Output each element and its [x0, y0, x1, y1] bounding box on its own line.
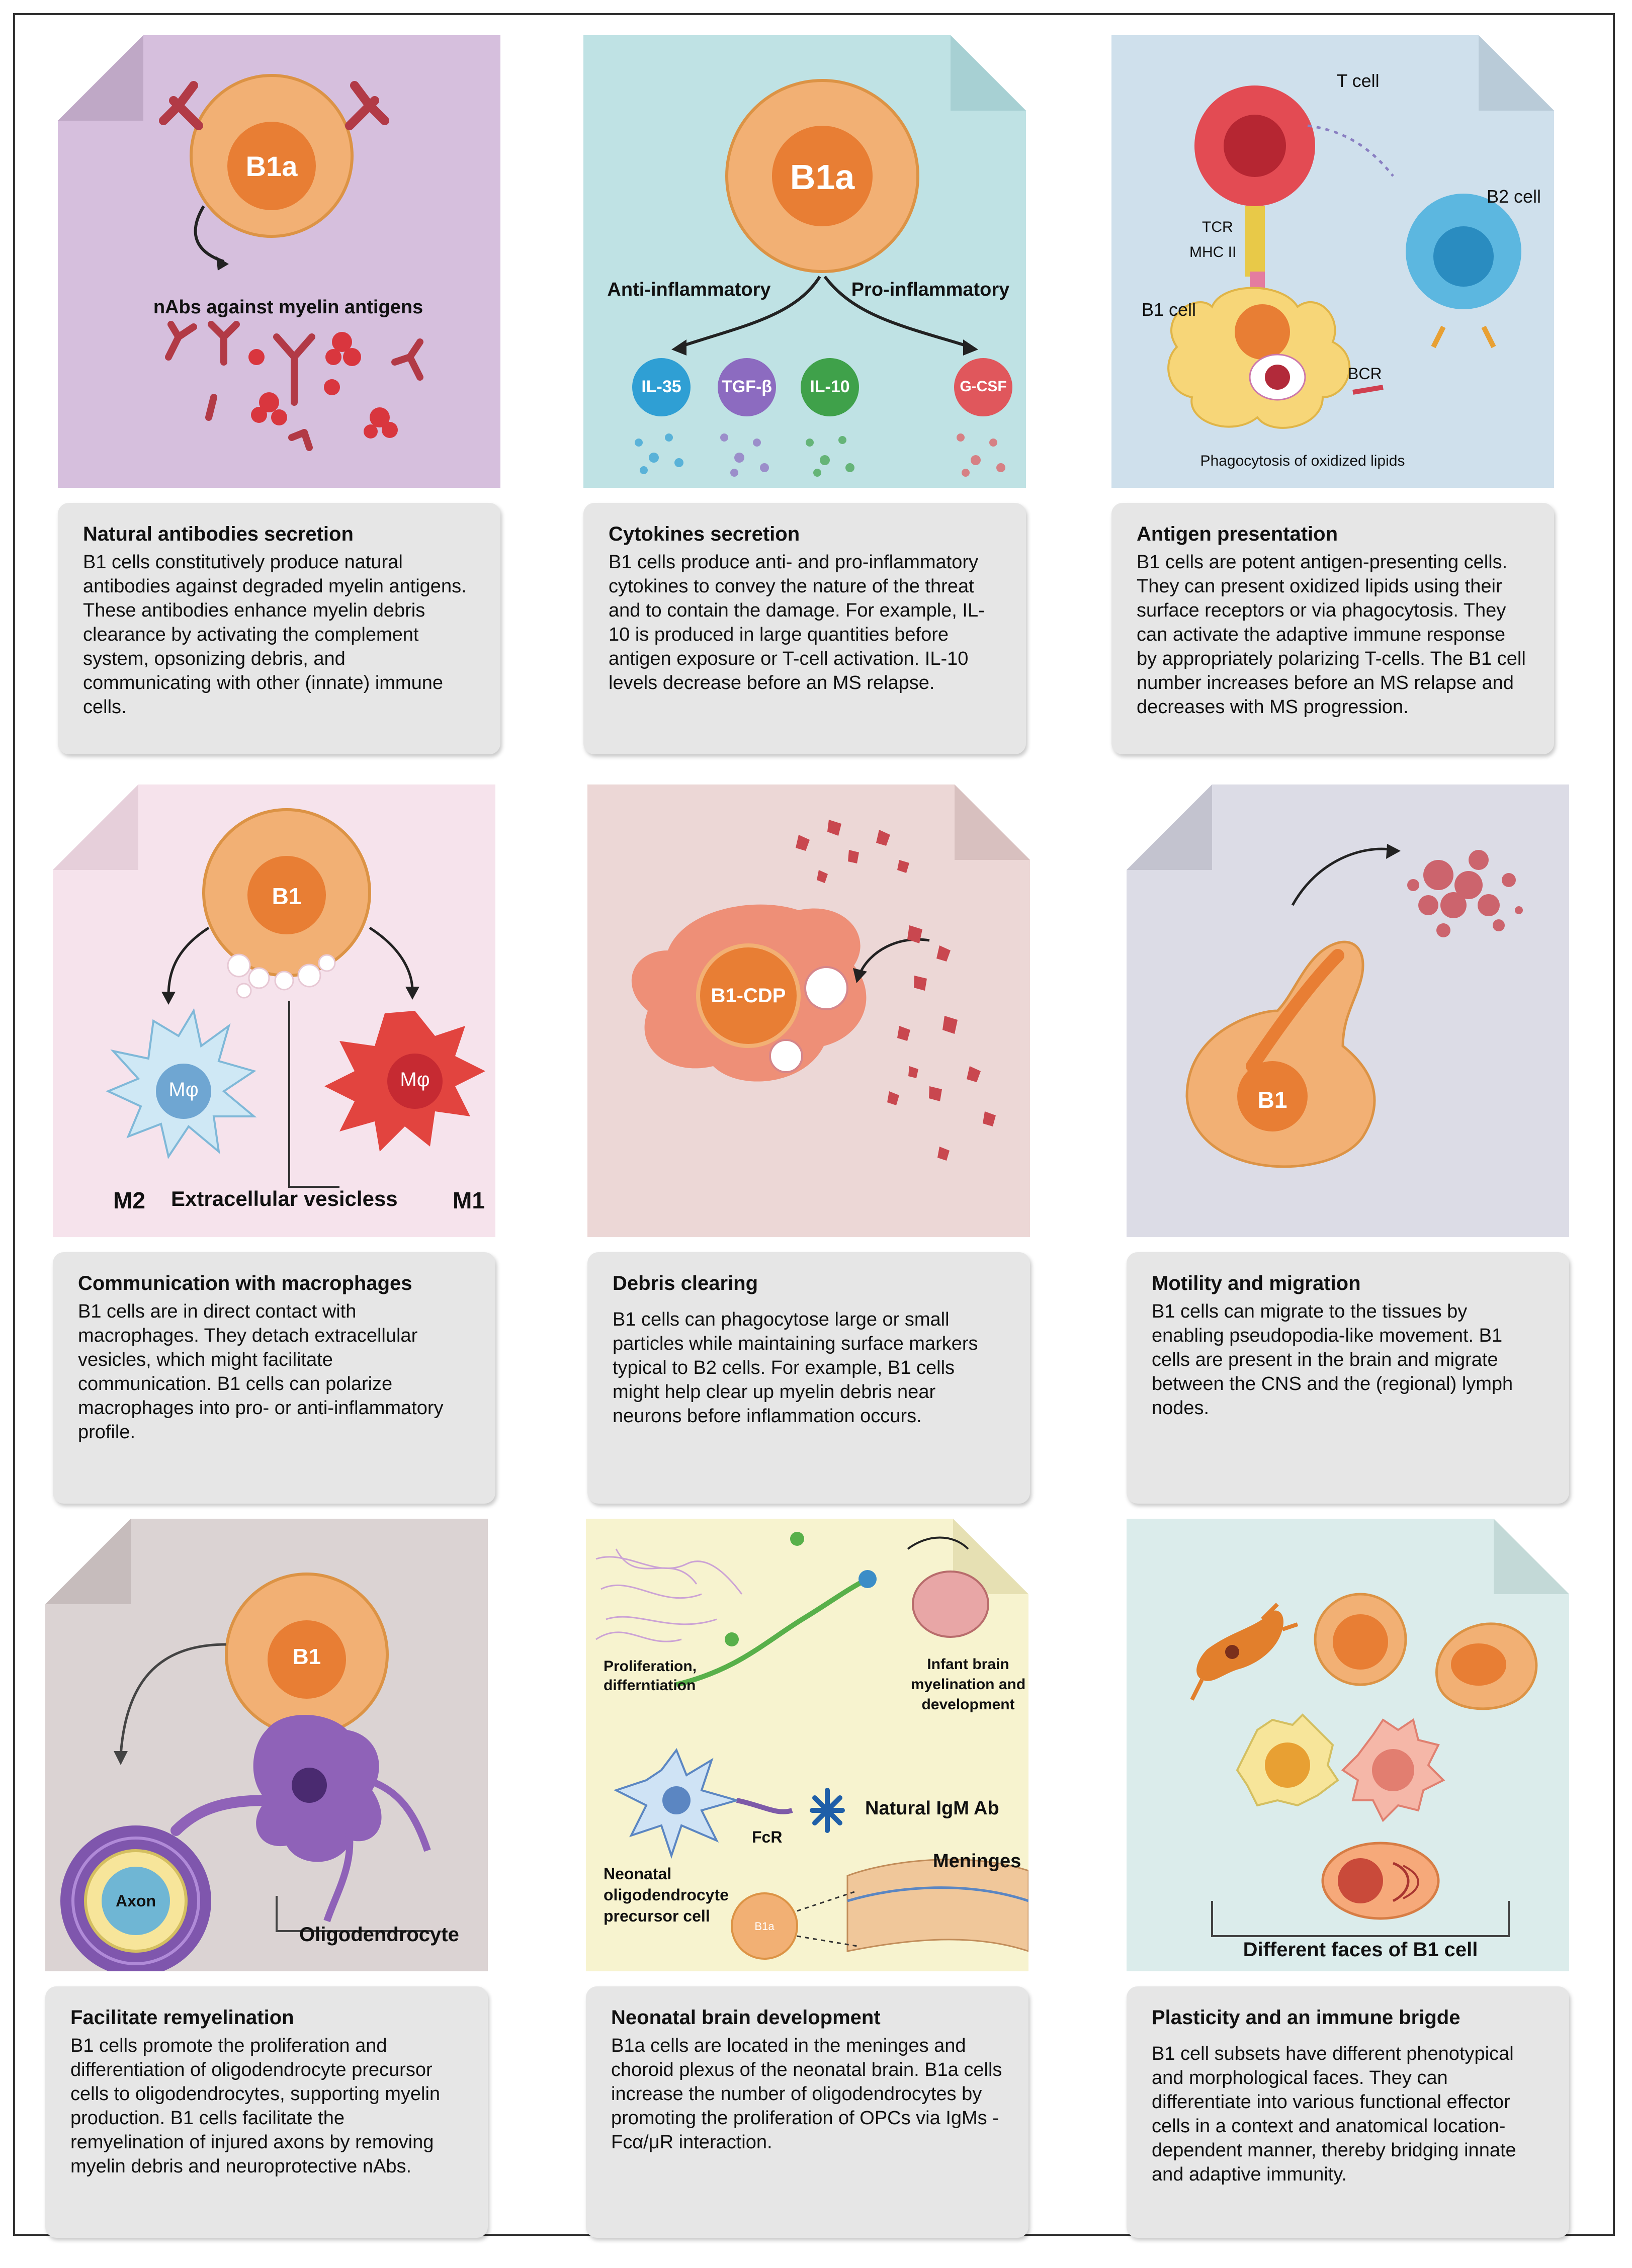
pro-inflammatory-label: Pro-inflammatory [851, 279, 1010, 300]
gcsf-label: G-CSF [960, 378, 1007, 395]
description-box: Debris clearing B1 cells can phagocytose… [587, 1252, 1030, 1504]
illustration-motility: B1 [1127, 784, 1569, 1237]
panel-title: Cytokines secretion [609, 523, 800, 545]
panel-body: B1 cells can migrate to the tissues by e… [1152, 1301, 1513, 1419]
panel-body: B1 cell subsets have different phenotypi… [1152, 2043, 1516, 2185]
bcr-label: BCR [1348, 365, 1382, 383]
description-box: Plasticity and an immune brigde B1 cell … [1127, 1986, 1569, 2238]
cell-label: B1a [245, 150, 298, 182]
neonatal-opc-label: Neonatal oligodendrocyte precursor cell [604, 1865, 729, 1925]
il35-label: IL-35 [641, 377, 681, 396]
panel-title: Motility and migration [1152, 1272, 1361, 1294]
panel-cytokines: B1a Anti-inflammatory Pro-inflammatory I… [583, 35, 1026, 784]
illustration-debris-clearing: B1-CDP [587, 784, 1030, 1237]
panel-body: B1 cells promote the proliferation and d… [70, 2035, 441, 2177]
tgfb-label: TGF-β [721, 377, 772, 396]
description-box: Natural antibodies secretion B1 cells co… [58, 503, 500, 754]
fcr-label: FcR [752, 1828, 783, 1846]
mhc-ii-label: MHC II [1189, 244, 1237, 260]
proliferation-label: Proliferation, differntiation [604, 1658, 697, 1694]
cell-label: B1 [1257, 1087, 1287, 1113]
panel-body: B1 cells are in direct contact with macr… [78, 1301, 444, 1443]
illustration-natural-antibodies: B1a nAbs against myelin antigens [58, 35, 500, 488]
panel-title: Plasticity and an immune brigde [1152, 2007, 1461, 2029]
panel-title: Antigen presentation [1137, 523, 1338, 545]
axon-label: Axon [116, 1892, 156, 1910]
tcr-label: TCR [1202, 219, 1233, 235]
panel-debris-clearing: B1-CDP Debris clearing B1 cells can phag… [587, 784, 1030, 1534]
description-box: Facilitate remyelination B1 cells promot… [45, 1986, 488, 2238]
panel-motility: B1 Motility and migration B1 cells can m… [1127, 784, 1569, 1534]
panel-body: B1 cells produce anti- and pro-inflammat… [609, 552, 985, 693]
m1-mphi-label: Mφ [400, 1069, 430, 1091]
illustration-antigen-presentation: T cell B2 cell TCR MHC II B1 cell BCR Ph… [1111, 35, 1554, 488]
b1-cell-label: B1 cell [1142, 299, 1196, 320]
panel-antigen-presentation: T cell B2 cell TCR MHC II B1 cell BCR Ph… [1111, 35, 1554, 784]
panel-title: Natural antibodies secretion [83, 523, 354, 545]
illustration-neonatal: Proliferation, differntiation Infant bra… [586, 1519, 1028, 1971]
description-box: Motility and migration B1 cells can migr… [1127, 1252, 1569, 1504]
vesicles-label: Extracellular vesicless [171, 1187, 398, 1210]
description-box: Cytokines secretion B1 cells produce ant… [583, 503, 1026, 754]
cell-label: B1-CDP [711, 985, 786, 1007]
nabs-caption: nAbs against myelin antigens [153, 297, 423, 318]
b1a-label: B1a [754, 1920, 775, 1933]
panel-title: Communication with macrophages [78, 1272, 412, 1294]
panel-neonatal: Proliferation, differntiation Infant bra… [586, 1519, 1028, 2268]
phagocytosis-label: Phagocytosis of oxidized lipids [1200, 453, 1405, 469]
panel-body: B1 cells are potent antigen-presenting c… [1137, 552, 1526, 718]
oligodendrocyte-label: Oligodendrocyte [299, 1924, 459, 1946]
cell-label: B1 [292, 1644, 321, 1669]
panel-plasticity: Different faces of B1 cell Plasticity an… [1127, 1519, 1569, 2268]
panel-remyelination: B1 Axon Oligodendrocyte Facilitate remye… [45, 1519, 488, 2268]
description-box: Communication with macrophages B1 cells … [53, 1252, 495, 1504]
t-cell-label: T cell [1336, 70, 1380, 91]
panel-title: Neonatal brain development [611, 2007, 881, 2029]
meninges-label: Meninges [933, 1851, 1021, 1872]
panel-body: B1 cells constitutively produce natural … [83, 552, 467, 718]
m2-label: M2 [113, 1187, 145, 1213]
cell-label: B1 [272, 883, 302, 909]
m2-mphi-label: Mφ [168, 1079, 199, 1101]
illustration-cytokines: B1a Anti-inflammatory Pro-inflammatory I… [583, 35, 1026, 488]
panel-natural-antibodies: B1a nAbs against myelin antigens Natural… [58, 35, 500, 784]
cell-label: B1a [790, 157, 855, 197]
description-box: Neonatal brain development B1a cells are… [586, 1986, 1028, 2238]
anti-inflammatory-label: Anti-inflammatory [607, 279, 771, 300]
panel-title: Facilitate remyelination [70, 2007, 294, 2029]
b2-cell-label: B2 cell [1486, 186, 1541, 207]
natural-igm-label: Natural IgM Ab [865, 1798, 999, 1819]
panel-title: Debris clearing [613, 1272, 758, 1294]
description-box: Antigen presentation B1 cells are potent… [1111, 503, 1554, 754]
m1-label: M1 [453, 1187, 485, 1213]
panel-macrophages: B1 Mφ Mφ M2 Extracellular vesicless M1 C… [53, 784, 495, 1534]
illustration-plasticity: Different faces of B1 cell [1127, 1519, 1569, 1971]
illustration-remyelination: B1 Axon Oligodendrocyte [45, 1519, 488, 1971]
il10-label: IL-10 [810, 377, 850, 396]
different-faces-label: Different faces of B1 cell [1243, 1939, 1478, 1961]
infant-brain-label: Infant brain myelination and development [910, 1656, 1026, 1713]
panel-body: B1a cells are located in the meninges an… [611, 2035, 1002, 2153]
panel-body: B1 cells can phagocytose large or small … [613, 1309, 978, 1427]
illustration-macrophages: B1 Mφ Mφ M2 Extracellular vesicless M1 [53, 784, 495, 1237]
